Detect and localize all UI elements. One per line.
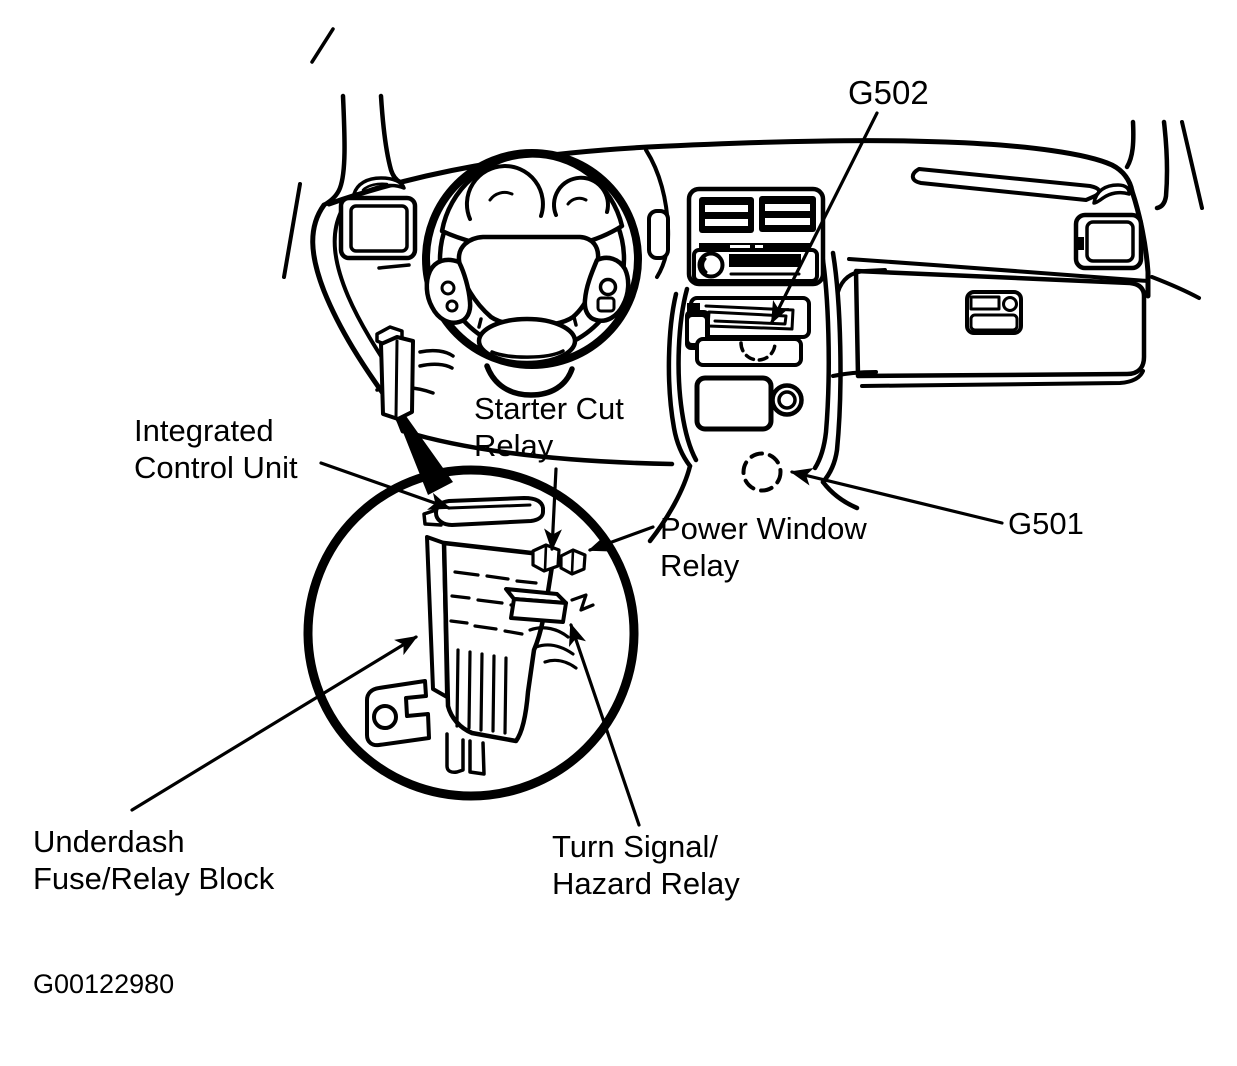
figure-id: G00122980 xyxy=(33,969,175,999)
steering-column-stalk xyxy=(644,148,671,279)
underdash-fuse-relay-block-leader xyxy=(130,635,418,812)
power-window-relay-part xyxy=(559,548,587,576)
instrument-cluster xyxy=(464,164,610,221)
turn-signal-hazard-relay-leader xyxy=(569,622,641,827)
center-air-vents xyxy=(699,196,816,233)
block-feet xyxy=(445,732,486,776)
underdash-relay-box xyxy=(375,325,453,495)
integrated-control-unit-cap xyxy=(422,496,545,527)
starter-cut-relay-part xyxy=(531,543,561,573)
g501-leader xyxy=(789,468,1004,525)
fuse-relay-block xyxy=(365,496,595,776)
mirror-sketch xyxy=(352,176,406,196)
label-g502: G502 xyxy=(848,74,929,111)
label-underdash-fuse-relay-block: Underdash Fuse/Relay Block xyxy=(33,824,275,896)
center-stack xyxy=(647,186,887,544)
turn-signal-hazard-relay-part xyxy=(504,587,568,624)
label-turn-signal-hazard-relay: Turn Signal/ Hazard Relay xyxy=(552,829,740,901)
glovebox xyxy=(853,268,1147,388)
label-power-window-relay: Power Window Relay xyxy=(660,511,867,583)
tweeter-grille xyxy=(1092,183,1131,205)
label-g501: G501 xyxy=(1008,506,1084,541)
fuse-rows xyxy=(449,570,538,735)
defroster-vent xyxy=(910,167,1102,202)
mounting-bracket xyxy=(365,679,431,748)
glovebox-latch xyxy=(965,290,1023,335)
g502-leader xyxy=(770,111,879,325)
cigarette-lighter xyxy=(770,383,804,417)
wiring-sketch xyxy=(528,593,595,670)
radio-unit xyxy=(692,243,819,283)
left-switch-panel xyxy=(338,195,418,261)
label-starter-cut-relay: Starter Cut Relay xyxy=(474,391,624,463)
label-integrated-control-unit: Integrated Control Unit xyxy=(134,413,298,485)
starter-cut-relay-leader xyxy=(544,467,562,552)
a-pillar-right xyxy=(1124,119,1204,300)
callout-pointer xyxy=(397,416,453,495)
side-vent-right xyxy=(1073,212,1144,271)
console-pocket xyxy=(694,375,774,432)
leader-lines xyxy=(130,111,1004,827)
console-opening xyxy=(695,337,803,367)
integrated-control-unit-leader xyxy=(319,461,452,510)
g501-ground-marker xyxy=(741,451,783,493)
steering-wheel xyxy=(422,149,642,398)
power-window-relay-leader xyxy=(587,525,655,552)
